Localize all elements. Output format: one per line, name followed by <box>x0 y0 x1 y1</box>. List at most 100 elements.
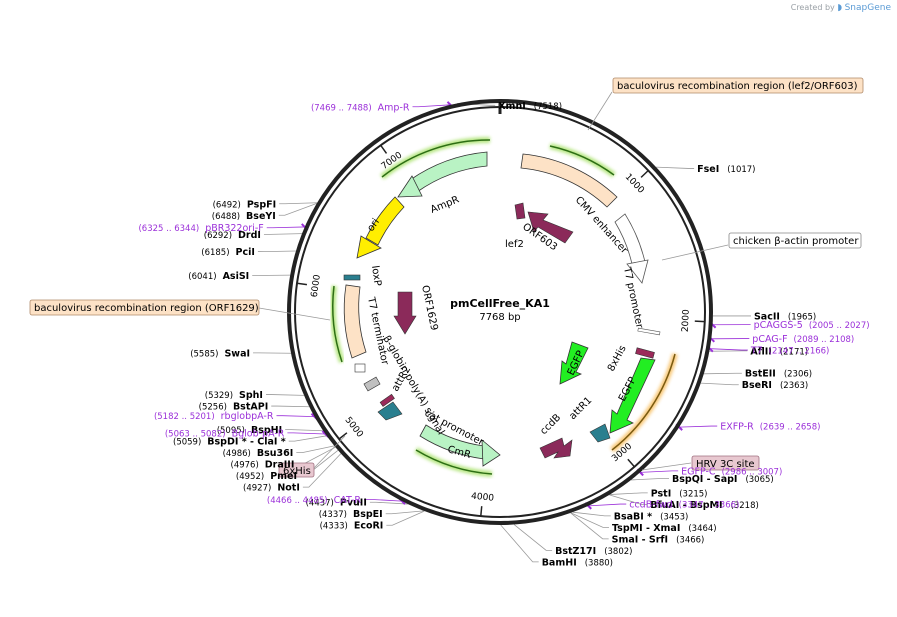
site-label[interactable]: SmaI - SrfI(3466) <box>612 534 705 545</box>
site-label[interactable]: (6041)AsiSI <box>188 271 249 282</box>
label-ccdb: ccdB <box>538 412 563 437</box>
site-name: XmnI <box>498 101 526 112</box>
site-leader-line <box>609 494 648 505</box>
snapgene-logo-icon: ◗ <box>837 3 843 13</box>
site-label[interactable]: TspMI - XmaI(3464) <box>612 523 717 534</box>
primer-label[interactable]: (5182 .. 5201)rbglobpA-R <box>154 411 274 422</box>
primer-label[interactable]: (5063 .. 5082)Bglob-pA-R <box>165 428 285 439</box>
site-label[interactable]: (6488)BseYI <box>212 211 276 222</box>
feature-box-6xhis[interactable]: 6xHis <box>278 435 346 478</box>
site-label[interactable]: (4986)Bsu36I <box>223 448 294 459</box>
feature-box-6xhis-label: 6xHis <box>283 466 311 477</box>
boxed-features: baculovirus recombination region (lef2/O… <box>29 77 864 478</box>
site-leader-line <box>263 233 302 235</box>
primer-label[interactable]: EGFP-C(2986 .. 3007) <box>681 466 782 477</box>
site-name: PstI <box>651 488 672 499</box>
primer-label[interactable]: (4466 .. 4485)CAT-R <box>267 495 361 506</box>
site-label[interactable]: (4976)DraIII <box>231 460 295 471</box>
primer-label[interactable]: (7469 .. 7488)Amp-R <box>311 102 410 113</box>
ccdb-arrow <box>539 437 573 459</box>
primer-label[interactable]: EXFP-R(2639 .. 2658) <box>720 422 820 433</box>
primer-label[interactable]: ccdB-fwd(3347 .. 3366) <box>629 500 739 511</box>
primer-label[interactable]: pCAG-F(2089 .. 2108) <box>752 334 854 345</box>
site-name: BsaBI * <box>614 511 652 522</box>
t7-terminator-box <box>354 363 366 373</box>
site-name: BseYI <box>246 211 276 222</box>
site-leader-line <box>265 394 304 396</box>
site-name: DrdI <box>238 230 261 241</box>
site-label[interactable]: (6492)PspFI <box>213 199 277 210</box>
site-label[interactable]: (4337)BspEI <box>319 509 383 520</box>
site-label[interactable]: FseI(1017) <box>697 164 755 175</box>
primer-range: (6325 .. 6344) <box>138 224 199 234</box>
egfp-arrow-1 <box>559 341 589 385</box>
primer-label[interactable]: T7(2147 .. 2166) <box>750 346 830 357</box>
site-label[interactable]: SacII(1965) <box>754 311 816 322</box>
scale-tick <box>480 506 483 517</box>
scale-tick <box>627 458 635 468</box>
site-label[interactable]: PstI(3215) <box>651 488 708 499</box>
site-label[interactable]: (4333)EcoRI <box>320 521 384 532</box>
feature-box-chicken-actin[interactable]: chicken β-actin promoter <box>661 232 862 261</box>
site-name: EcoRI <box>354 521 384 532</box>
site-labels: XmnI(7518) FseI(1017) SacII(1965) AflII(217… <box>173 101 816 569</box>
primer-label[interactable]: (6325 .. 6344)pBR322ori-F <box>138 223 263 234</box>
site-leader-line <box>369 501 408 505</box>
site-position: (5256) <box>199 403 227 413</box>
site-name: SacII <box>754 311 780 322</box>
site-label[interactable]: BfuAI - BspMI(3218) <box>650 500 759 511</box>
primer-label[interactable]: pCAGGS-5(2005 .. 2027) <box>754 320 870 331</box>
site-leader-line <box>500 524 539 563</box>
lef2-region-arc <box>520 153 618 208</box>
site-leader-line <box>288 435 327 442</box>
site-position: (5095) <box>217 426 245 436</box>
site-leader-line <box>257 250 296 252</box>
site-label[interactable]: BstEII(2306) <box>745 369 812 380</box>
label-t7term: T7 terminator <box>365 295 390 366</box>
attr2-box <box>379 393 395 407</box>
feature-box-orf1629-label: baculovirus recombination region (ORF162… <box>34 303 259 314</box>
site-leader-line <box>703 372 742 375</box>
site-label[interactable]: (5256)BstAPI <box>199 402 269 413</box>
site-name: SphI <box>239 390 263 401</box>
site-label[interactable]: XmnI(7518) <box>498 101 562 112</box>
site-label[interactable]: (5329)SphI <box>205 390 263 401</box>
site-label[interactable]: BsaBI *(3453) <box>614 511 689 522</box>
site-leader-line <box>570 512 609 540</box>
site-label[interactable]: (5585)SwaI <box>190 348 250 359</box>
site-position: (3218) <box>731 501 759 511</box>
site-label[interactable]: BamHI(3880) <box>542 557 613 568</box>
site-label[interactable]: (5059)BspDI * - ClaI * <box>173 437 286 448</box>
cmr-arrowhead <box>481 439 501 467</box>
feature-box-hrv3c[interactable]: HRV 3C site <box>641 455 760 471</box>
site-label[interactable]: BstZ17I(3802) <box>555 546 632 557</box>
label-orf1629: ORF1629 <box>419 284 439 331</box>
site-label[interactable]: BseRI(2363) <box>742 380 808 391</box>
label-bglobin: β-globin poly(A) signal <box>380 334 446 437</box>
primer-name: pCAGGS-5 <box>754 320 803 331</box>
feature-box-orf1629[interactable]: baculovirus recombination region (ORF162… <box>29 299 331 321</box>
primer-leader-line <box>266 226 305 229</box>
site-position: (4437) <box>306 499 334 509</box>
site-label[interactable]: (4927)NotI <box>243 483 300 494</box>
scale-tick-label: 2000 <box>681 309 692 333</box>
site-label[interactable]: (5095)BspHI <box>217 425 282 436</box>
site-position: (4976) <box>231 461 259 471</box>
site-name: BseRI <box>742 380 772 391</box>
site-label[interactable]: (6185)PciI <box>201 247 255 258</box>
primer-name: Amp-R <box>378 102 410 113</box>
site-name: AsiSI <box>223 271 250 282</box>
site-label[interactable]: (4437)PvuII <box>306 498 367 509</box>
site-label[interactable]: AflII(2171) <box>750 346 808 357</box>
site-label[interactable]: BspQI - SapI(3065) <box>672 474 774 485</box>
site-label[interactable]: (4952)PmeI <box>236 471 297 482</box>
site-label[interactable]: (6292)DrdI <box>204 230 261 241</box>
site-position: (5585) <box>190 349 218 359</box>
site-leader-line <box>271 405 310 408</box>
feature-box-lef2-orf603[interactable]: baculovirus recombination region (lef2/O… <box>587 77 864 131</box>
primer-name: EGFP-C <box>681 466 716 477</box>
feature-arcs <box>329 136 678 477</box>
scale-tick <box>296 282 308 286</box>
primer-labels: pCAGGS-5(2005 .. 2027) pCAG-F(2089 .. 210… <box>138 102 869 510</box>
